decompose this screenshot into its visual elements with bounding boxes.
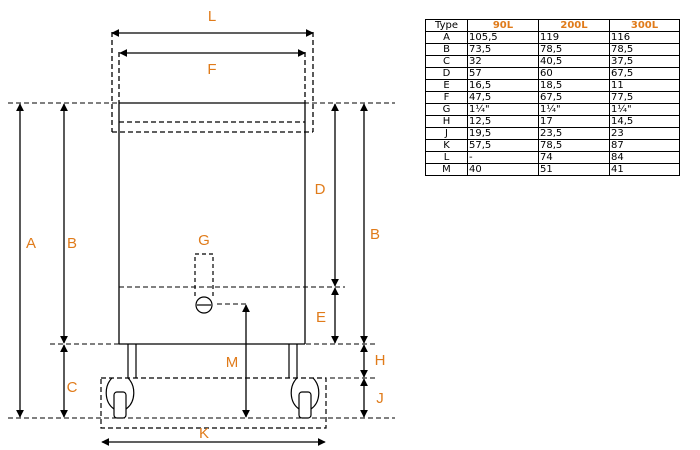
label-g: G xyxy=(198,232,210,249)
row-type-cell: C xyxy=(425,55,468,68)
value-cell: 84 xyxy=(609,151,680,164)
value-cell: 78,5 xyxy=(538,139,610,152)
value-cell: 19,5 xyxy=(467,127,539,140)
value-cell: - xyxy=(467,151,539,164)
reference-lines xyxy=(8,102,395,419)
label-b-left: B xyxy=(67,235,77,252)
header-90l: 90L xyxy=(467,19,539,32)
label-k: K xyxy=(199,425,209,442)
value-cell: 87 xyxy=(609,139,680,152)
row-type-cell: D xyxy=(425,67,468,80)
caster-wheels xyxy=(105,377,320,419)
value-cell: 119 xyxy=(538,31,610,44)
value-cell: 47,5 xyxy=(467,91,539,104)
value-cell: 60 xyxy=(538,67,610,80)
label-a: A xyxy=(26,235,36,252)
row-type-cell: M xyxy=(425,163,468,176)
header-type: Type xyxy=(425,19,468,32)
value-cell: 1¼" xyxy=(467,103,539,116)
row-type-cell: E xyxy=(425,79,468,92)
value-cell: 74 xyxy=(538,151,610,164)
dimension-lines xyxy=(16,29,368,446)
technical-drawing: L F A B C D E B H J G M K xyxy=(8,8,395,446)
value-cell: 23 xyxy=(609,127,680,140)
value-cell: 16,5 xyxy=(467,79,539,92)
table-header-row: Type 90L 200L 300L xyxy=(425,19,680,32)
value-cell: 11 xyxy=(609,79,680,92)
header-200l: 200L xyxy=(538,19,610,32)
row-type-cell: B xyxy=(425,43,468,56)
stand-base xyxy=(100,344,327,429)
label-h: H xyxy=(375,352,386,369)
value-cell: 32 xyxy=(467,55,539,68)
row-type-cell: J xyxy=(425,127,468,140)
value-cell: 57 xyxy=(467,67,539,80)
value-cell: 41 xyxy=(609,163,680,176)
label-l: L xyxy=(208,8,216,25)
row-type-cell: A xyxy=(425,31,468,44)
value-cell: 23,5 xyxy=(538,127,610,140)
value-cell: 18,5 xyxy=(538,79,610,92)
label-e: E xyxy=(316,309,326,326)
value-cell: 17 xyxy=(538,115,610,128)
value-cell: 37,5 xyxy=(609,55,680,68)
value-cell: 105,5 xyxy=(467,31,539,44)
connection-fitting xyxy=(194,253,214,314)
value-cell: 1¼" xyxy=(609,103,680,116)
row-type-cell: F xyxy=(425,91,468,104)
label-c: C xyxy=(67,379,78,396)
value-cell: 1¼" xyxy=(538,103,610,116)
value-cell: 78,5 xyxy=(609,43,680,56)
value-cell: 116 xyxy=(609,31,680,44)
top-cover-outline xyxy=(111,32,314,133)
label-d: D xyxy=(315,181,326,198)
row-type-cell: K xyxy=(425,139,468,152)
value-cell: 73,5 xyxy=(467,43,539,56)
label-j: J xyxy=(376,390,384,407)
header-300l: 300L xyxy=(609,19,680,32)
row-type-cell: L xyxy=(425,151,468,164)
value-cell: 40 xyxy=(467,163,539,176)
value-cell: 67,5 xyxy=(609,67,680,80)
value-cell: 78,5 xyxy=(538,43,610,56)
label-m: M xyxy=(226,354,239,371)
row-type-cell: H xyxy=(425,115,468,128)
value-cell: 14,5 xyxy=(609,115,680,128)
label-b-right: B xyxy=(370,226,380,243)
value-cell: 51 xyxy=(538,163,610,176)
row-type-cell: G xyxy=(425,103,468,116)
label-f: F xyxy=(207,61,216,78)
value-cell: 40,5 xyxy=(538,55,610,68)
value-cell: 67,5 xyxy=(538,91,610,104)
value-cell: 57,5 xyxy=(467,139,539,152)
value-cell: 12,5 xyxy=(467,115,539,128)
value-cell: 77,5 xyxy=(609,91,680,104)
